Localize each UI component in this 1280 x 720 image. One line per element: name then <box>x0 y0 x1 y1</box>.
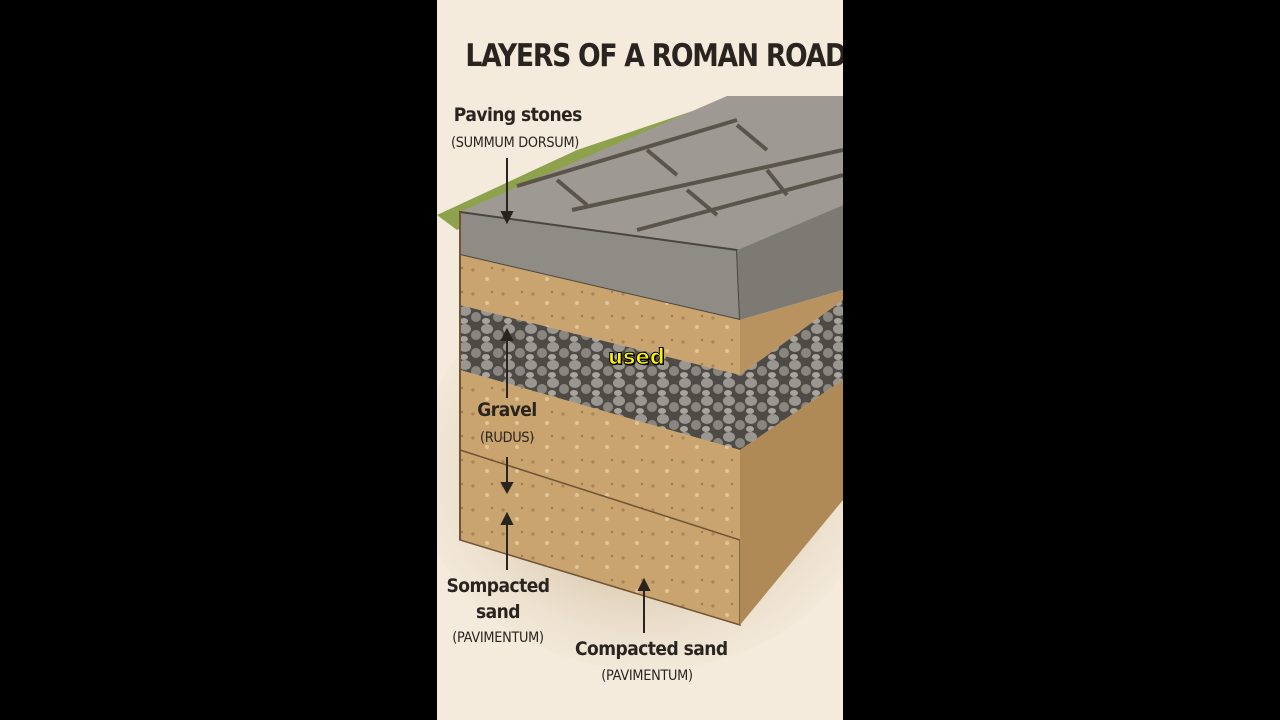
label-compacted-sand: Compacted sand <box>575 638 728 660</box>
label-paving-stones: Paving stones <box>453 104 583 126</box>
diagram-title: LAYERS OF A ROMAN ROAD <box>465 38 843 74</box>
road-cross-section-illustration <box>437 96 843 670</box>
layer-rudus-sand <box>460 370 740 540</box>
label-sompacted: Sompacted <box>446 575 550 597</box>
gravel-side <box>740 300 843 450</box>
sand-side <box>740 290 843 375</box>
label-summum-dorsum: (SUMMUM DORSUM) <box>450 135 580 151</box>
paving-joints <box>516 118 843 232</box>
diagram-panel: LAYERS OF A ROMAN ROAD Paving stones (SU… <box>437 0 843 720</box>
pointer-arrows <box>500 158 651 633</box>
layer-gravel <box>460 305 740 450</box>
layer-sand-upper <box>460 255 740 375</box>
label-pavimentum-bottom: (PAVIMENTUM) <box>601 668 693 684</box>
video-caption: used <box>608 345 666 370</box>
label-gravel: Gravel <box>477 399 537 421</box>
label-rudus: (RUDUS) <box>479 430 535 446</box>
label-pavimentum-left: (PAVIMENTUM) <box>452 630 544 646</box>
paving-side <box>737 205 843 320</box>
label-sand: sand <box>476 601 521 623</box>
sand-side-lower <box>740 380 843 625</box>
